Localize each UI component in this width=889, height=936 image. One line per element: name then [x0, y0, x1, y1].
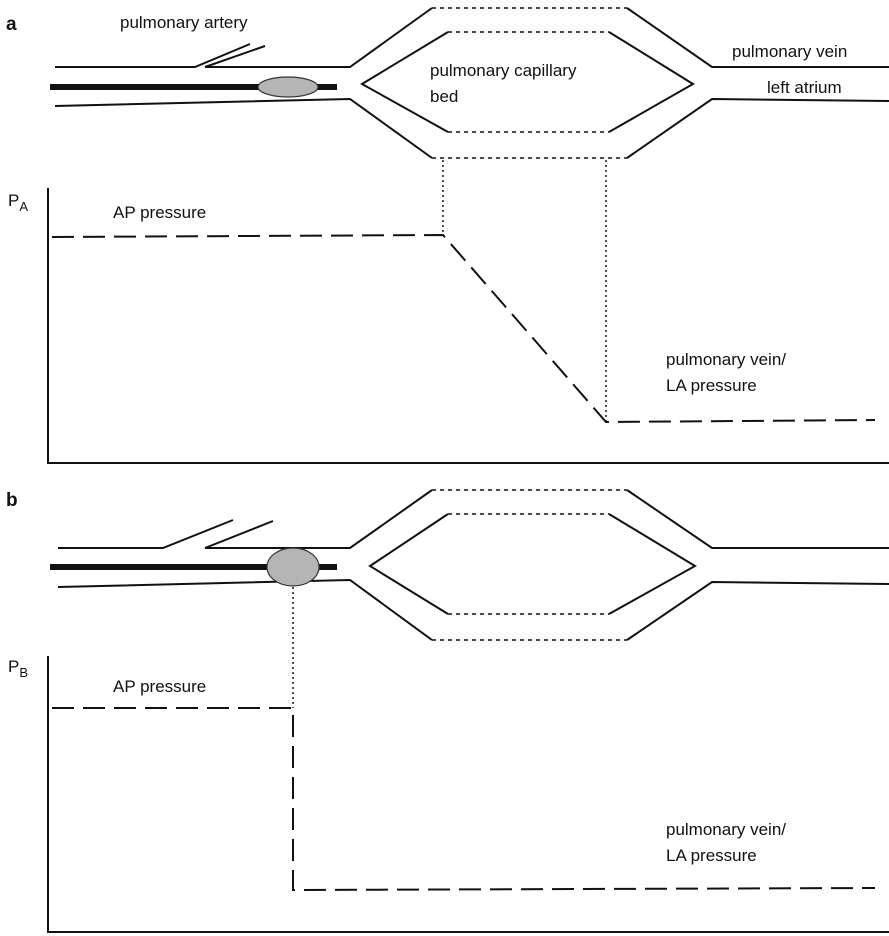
label-capillary-bed-line1: pulmonary capillary [430, 61, 577, 80]
label-ap-pressure-a: AP pressure [113, 203, 206, 222]
vein-upper-wall [626, 7, 889, 68]
axis-label-pb: PB [8, 657, 28, 680]
artery-lower-wall [54, 97, 433, 159]
pressure-curve-b [52, 707, 876, 892]
label-la-pressure-a-line2: LA pressure [666, 376, 757, 395]
vein-upper-wall-b [626, 489, 889, 549]
panel-b-letter: b [6, 490, 18, 511]
label-la-pressure-b-line1: pulmonary vein/ [666, 820, 786, 839]
axis-label-pa: PA [8, 191, 28, 214]
label-pulmonary-vein: pulmonary vein [732, 42, 847, 61]
balloon-deflated [257, 76, 319, 98]
panel-b-axes [47, 656, 889, 933]
label-left-atrium: left atrium [767, 78, 842, 97]
capillary-bed-inner-left [360, 31, 449, 133]
capillary-bed-inner-left-b [368, 513, 449, 615]
label-la-pressure-b-line2: LA pressure [666, 846, 757, 865]
axis-label-pb-main: P [8, 657, 19, 676]
balloon-inflated [266, 547, 320, 587]
capillary-bed-inner-right [608, 31, 695, 133]
vein-lower-wall-b [626, 580, 889, 641]
label-capillary-bed-line2: bed [430, 87, 458, 106]
label-pulmonary-artery: pulmonary artery [120, 13, 248, 32]
axis-label-pa-sub: A [19, 199, 28, 214]
label-la-pressure-a-line1: pulmonary vein/ [666, 350, 786, 369]
panel-a-axes [47, 188, 889, 464]
artery-lower-wall-b [57, 578, 433, 641]
pressure-curve-a [51, 233, 876, 424]
axis-label-pa-main: P [8, 191, 19, 210]
panel-a-letter: a [6, 14, 17, 35]
artery-upper-wall-b [58, 489, 433, 549]
panel-a-vessel-diagram [50, 7, 889, 159]
axis-label-pb-sub: B [19, 665, 28, 680]
vein-lower-wall [626, 97, 889, 159]
panel-b: b PB AP pressure pulmonary vein/ LA pres… [6, 489, 889, 933]
panel-b-vessel-diagram [50, 489, 889, 641]
label-ap-pressure-b: AP pressure [113, 677, 206, 696]
capillary-bed-inner-right-b [608, 513, 697, 615]
panel-a: a pulmonary artery pulmonary capillary b… [6, 7, 889, 464]
artery-upper-wall [55, 7, 433, 68]
